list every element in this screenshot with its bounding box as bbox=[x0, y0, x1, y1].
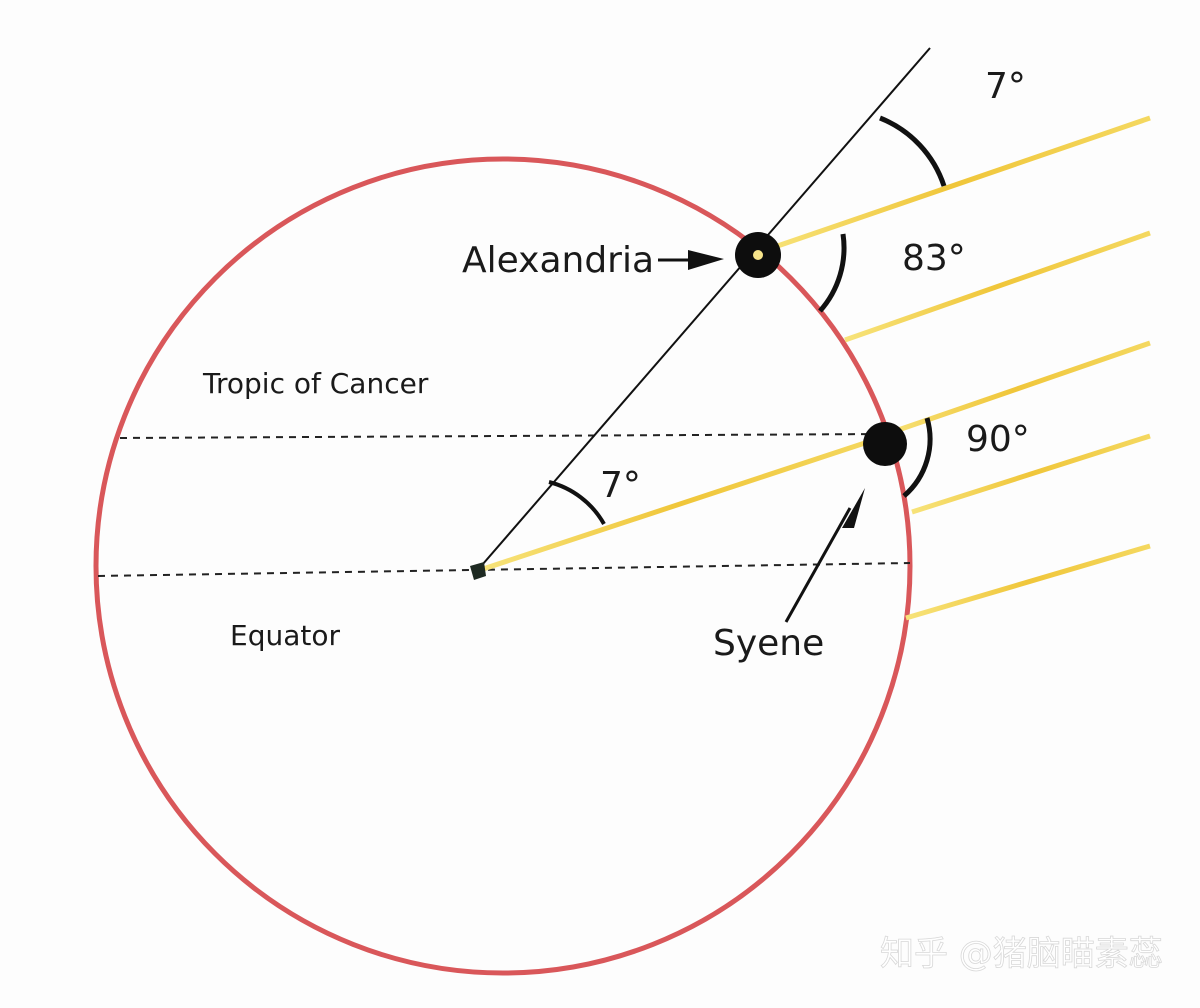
sun-ray bbox=[844, 230, 1151, 343]
angle-arc-7-top bbox=[879, 115, 947, 187]
watermark: 知乎 @猪脑瞄素蕊 bbox=[880, 934, 1163, 974]
angle-label-83: 83° bbox=[902, 238, 966, 279]
equator-line bbox=[97, 562, 911, 577]
angle-label-7-top: 7° bbox=[985, 66, 1026, 107]
sun-ray bbox=[905, 543, 1151, 621]
arrow-right-icon bbox=[658, 250, 724, 270]
sun-ray bbox=[911, 433, 1151, 515]
equator-label: Equator bbox=[230, 619, 340, 652]
sun-ray-to-center bbox=[479, 435, 881, 573]
arrow-up-icon bbox=[784, 488, 865, 623]
syene-label: Syene bbox=[713, 623, 824, 664]
angle-label-90: 90° bbox=[966, 419, 1030, 460]
alexandria-label: Alexandria bbox=[462, 240, 654, 281]
tropic-of-cancer-line bbox=[119, 433, 886, 439]
sun-rays bbox=[479, 115, 1151, 621]
earth-circle bbox=[93, 156, 913, 976]
tropic-of-cancer-label: Tropic of Cancer bbox=[202, 367, 429, 400]
sun-ray-alexandria bbox=[759, 115, 1151, 255]
earth-center-marker bbox=[470, 562, 486, 580]
syene-marker bbox=[863, 422, 907, 466]
angle-arc-90 bbox=[902, 417, 933, 498]
alexandria-marker-highlight bbox=[753, 250, 763, 260]
sun-ray-syene bbox=[877, 340, 1151, 440]
angle-label-7-center: 7° bbox=[600, 465, 641, 506]
angle-arc-7-center bbox=[548, 480, 606, 525]
angle-arc-83 bbox=[818, 233, 847, 313]
